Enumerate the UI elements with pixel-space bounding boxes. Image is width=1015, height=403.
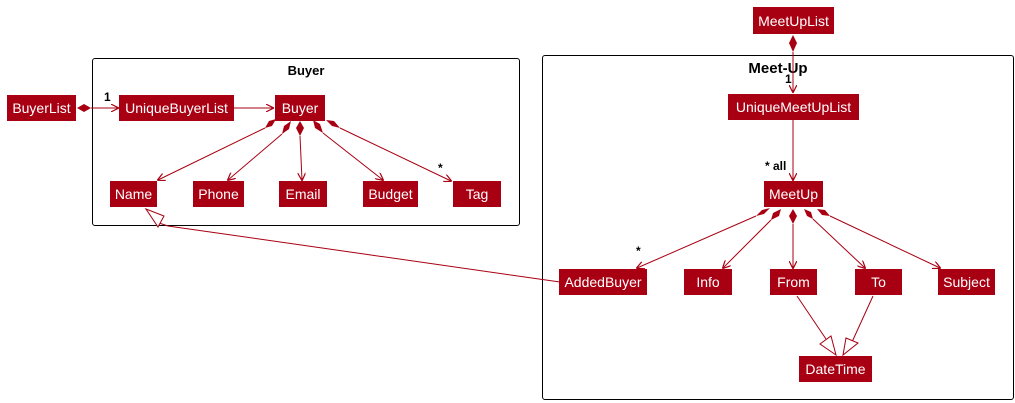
class-buyerlist[interactable]: BuyerList [7,95,76,121]
diamond-buyer-name [265,119,276,128]
mult-tag: * [438,161,443,175]
class-uniquebuyerlist[interactable]: UniqueBuyerList [119,95,234,121]
edge-buyer-email [300,135,302,180]
class-buyer[interactable]: Buyer [275,95,325,121]
class-uniquemeetuplist[interactable]: UniqueMeetUpList [728,94,859,120]
diamond-meetup-to [804,209,813,219]
diamond-buyer-phone [282,121,291,134]
triangle-addedbuyer-name [144,207,165,228]
edge-meetup-subject [829,215,940,268]
class-subject[interactable]: Subject [938,269,995,295]
class-info[interactable]: Info [684,269,732,295]
mult-buyerlist: 1 [104,90,111,104]
buyer-package-title: Buyer [287,63,325,78]
class-datetime[interactable]: DateTime [799,356,872,382]
diamond-buyer-budget [313,120,323,133]
mult-meetup: * all [765,159,786,173]
edge-to-datetime [851,295,874,343]
class-phone[interactable]: Phone [193,181,244,207]
class-meetup[interactable]: MeetUp [764,181,823,207]
triangle-from-datetime [819,335,837,357]
diamond-buyer-tag [326,120,340,128]
triangle-to-datetime [842,337,859,357]
class-meetuplist[interactable]: MeetUpList [753,7,834,34]
edge-meetup-addedbuyer [637,215,757,268]
diamond-buyer-email [296,121,304,136]
diamond-meetuplist [789,35,797,52]
mult-addedbuyer: * [636,244,641,258]
class-to[interactable]: To [855,269,902,295]
diamond-meetup-subject [817,209,830,216]
edge-meetup-to [812,218,865,268]
class-tag[interactable]: Tag [453,181,501,207]
class-budget[interactable]: Budget [363,181,418,207]
edge-buyer-tag [339,127,451,181]
edge-buyer-phone [228,133,283,180]
class-name[interactable]: Name [110,181,157,207]
class-email[interactable]: Email [279,181,327,207]
diamond-meetup-info [771,209,781,220]
edge-meetup-info [723,219,772,268]
edge-buyer-name [158,127,266,180]
class-addedbuyer[interactable]: AddedBuyer [559,269,647,295]
diamond-buyerlist [77,104,91,112]
diamond-meetup-addedbuyer [756,208,770,216]
edge-from-datetime [796,295,829,343]
edge-addedbuyer-name [155,221,561,283]
mult-meetuplist: 1 [785,72,792,86]
edge-buyer-budget [322,132,383,180]
diamond-meetup-from [789,209,797,224]
class-from[interactable]: From [770,269,817,295]
